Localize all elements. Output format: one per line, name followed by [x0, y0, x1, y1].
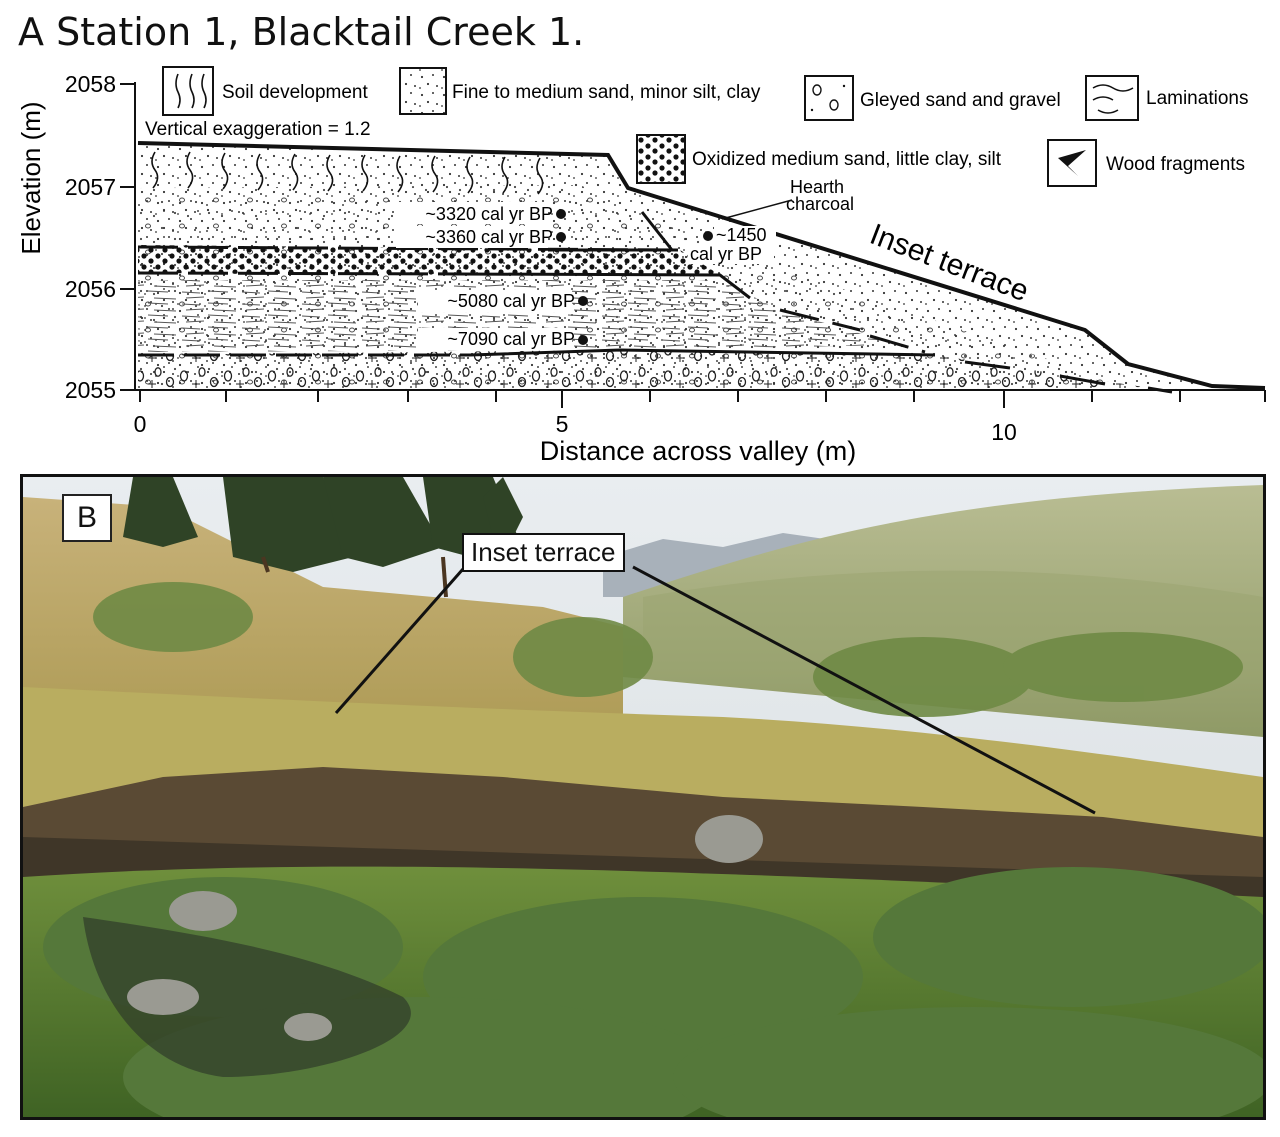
exaggeration-note: Vertical exaggeration = 1.2: [145, 119, 371, 140]
hearth-date-line2: cal yr BP: [690, 244, 762, 264]
panel-b-photo: [20, 474, 1266, 1120]
hearth-charcoal: Hearth charcoal ~1450 cal yr BP: [688, 177, 854, 264]
inset-terrace-callout: Inset terrace: [462, 533, 625, 572]
panel-b-label: B: [62, 494, 112, 542]
date-marker-3360: ~3360 cal yr BP: [396, 226, 566, 248]
hearth-point: [703, 231, 713, 241]
legend-label-wood: Wood fragments: [1106, 154, 1245, 175]
panel-a-title: A Station 1, Blacktail Creek 1.: [18, 10, 585, 54]
date-label-7090: ~7090 cal yr BP: [447, 329, 575, 349]
date-label-5080: ~5080 cal yr BP: [447, 291, 575, 311]
gleyed-sand-gravel-icon: [804, 75, 854, 121]
y-tick-2055: 2055: [65, 377, 116, 403]
field-photo: [23, 477, 1263, 1117]
y-tick-2056: 2056: [65, 276, 116, 302]
date-marker-5080: ~5080 cal yr BP: [418, 290, 588, 312]
date-label-3320: ~3320 cal yr BP: [425, 204, 553, 224]
wood-fragments-icon: [1047, 139, 1097, 187]
date-point-3360: [556, 232, 566, 242]
x-tick-10: 10: [991, 419, 1017, 445]
date-markers: ~3320 cal yr BP ~3360 cal yr BP ~5080 ca…: [396, 202, 588, 350]
y-tick-2057: 2057: [65, 174, 116, 200]
soil-development-icon: [162, 66, 214, 116]
x-tick-0: 0: [134, 411, 147, 437]
x-axis-label: Distance across valley (m): [540, 436, 857, 466]
legend-item-laminations: Laminations: [1085, 75, 1248, 121]
x-axis: 0 5 10 Distance across valley (m): [134, 390, 1266, 466]
legend-item-wood: Wood fragments: [1047, 139, 1245, 187]
y-tick-2058: 2058: [65, 71, 116, 97]
date-marker-3320: ~3320 cal yr BP: [396, 202, 566, 224]
date-point-5080: [578, 296, 588, 306]
cross-section-svg: 2058 2057 2056 2055 Elevation (m): [16, 66, 1266, 466]
legend-label-oxidized: Oxidized medium sand, little clay, silt: [692, 149, 1002, 170]
legend-item-oxidized: Oxidized medium sand, little clay, silt: [636, 134, 1002, 184]
x-tick-5: 5: [556, 411, 569, 437]
fine-sand-icon: [399, 67, 447, 115]
panel-a-cross-section: A Station 1, Blacktail Creek 1.: [0, 0, 1280, 470]
legend-label-soil: Soil development: [222, 82, 368, 103]
hearth-label-line1: Hearth: [790, 177, 844, 197]
date-point-7090: [578, 335, 588, 345]
hearth-date-line1: ~1450: [716, 225, 767, 245]
date-point-3320: [556, 209, 566, 219]
oxidized-sand-icon: [636, 134, 686, 184]
date-marker-7090: ~7090 cal yr BP: [418, 328, 588, 350]
ground-surface-line: [137, 141, 1266, 390]
legend-item-gleyed: Gleyed sand and gravel: [804, 75, 1061, 121]
y-axis: 2058 2057 2056 2055 Elevation (m): [16, 71, 136, 403]
legend-item-sand: Fine to medium sand, minor silt, clay: [399, 67, 761, 115]
legend: Soil development Fine to medium sand, mi…: [162, 66, 1248, 187]
hearth-label-line2: charcoal: [786, 194, 854, 214]
date-label-3360: ~3360 cal yr BP: [425, 227, 553, 247]
legend-label-laminations: Laminations: [1146, 88, 1248, 109]
legend-label-sand: Fine to medium sand, minor silt, clay: [452, 82, 761, 103]
legend-label-gleyed: Gleyed sand and gravel: [860, 90, 1061, 111]
legend-item-soil: Soil development: [162, 66, 368, 116]
laminations-icon: [1085, 75, 1139, 121]
y-axis-label: Elevation (m): [16, 101, 46, 254]
